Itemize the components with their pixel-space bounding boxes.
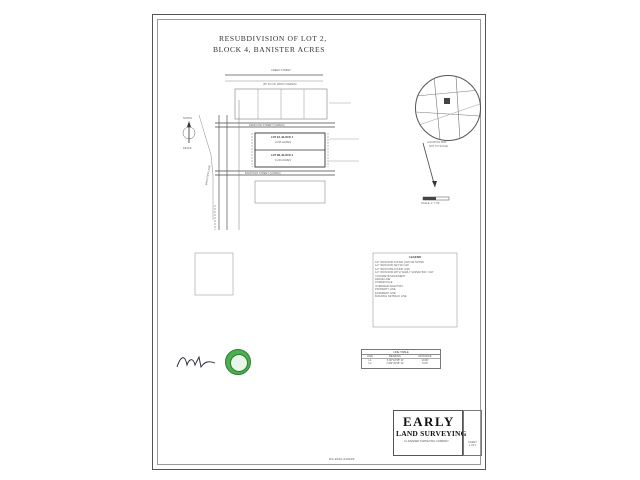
line-table: LINE TABLE LINE BEARING DISTANCE L1 S 00…	[361, 349, 441, 369]
table-cell: L1	[368, 359, 372, 362]
top-street-label: CREEK STREET	[271, 69, 291, 72]
table-cell: 5.00'	[422, 362, 428, 365]
legend-item: PROPERTY LINE	[375, 288, 396, 292]
table-cell: S 00°16'35" W	[386, 359, 404, 362]
plat-title: RESUBDIVISION OF LOT 2, BLOCK 4, BANISTE…	[213, 33, 383, 55]
line-table-header-cell: BEARING	[389, 355, 401, 358]
vicinity-label: LOCATION MAP	[427, 141, 447, 144]
title-line-1: RESUBDIVISION OF LOT 2,	[219, 34, 327, 43]
table-cell: 10.00'	[421, 359, 429, 362]
title-line-2: BLOCK 4, BANISTER ACRES	[213, 45, 326, 54]
line-table-header: LINE BEARING DISTANCE	[362, 355, 440, 359]
firm-name: EARLY	[403, 414, 455, 429]
sheet-number: 1 OF 1	[468, 444, 477, 447]
mid-street-label: DEDICATE STREET (VARIES)	[249, 124, 285, 127]
firm-tagline: A LICENSED SURVEYING COMPANY	[404, 440, 449, 443]
line-table-title: LINE TABLE	[362, 350, 440, 355]
seal-inner	[230, 354, 248, 372]
sheet-border	[157, 19, 481, 465]
firm-name-line2: LAND SURVEYING	[396, 429, 467, 438]
surveyor-seal	[225, 349, 251, 375]
legend-item: POWER POLE	[375, 281, 393, 285]
legend-item: 1/2" IRON ROD FOUND (CM) OR NOTED	[375, 261, 425, 264]
table-row: L2 N 89°43'25" W 5.00'	[362, 362, 440, 365]
bottom-street-label: BANISTER STREET (VARIES)	[245, 172, 281, 175]
vicinity-sub: NOT TO SCALE	[429, 145, 448, 148]
legend-item: 1/2" IRON ROD WITH "EARLY SURVEYING" CAP	[375, 271, 434, 275]
lot-2b-area: 0.240 ACRES	[275, 159, 292, 162]
line-table-header-cell: LINE	[367, 355, 373, 358]
table-cell: N 89°43'25" W	[386, 362, 404, 365]
firm-logo-box	[393, 410, 463, 456]
scale-label: SCALE: 1" = 50'	[421, 202, 440, 205]
detail-label: DETAIL	[183, 147, 192, 150]
north-label: NORTH	[183, 117, 193, 120]
legend-item: OVERHEAD ELECTRIC	[375, 284, 404, 288]
sheet-info-box: SHEET 1 OF 1	[463, 410, 482, 456]
legend-item: BUILDING SETBACK LINE	[375, 295, 407, 299]
legend-item: FENCE LINE	[375, 278, 391, 282]
legend-box: LEGEND 1/2" IRON ROD FOUND (CM) OR NOTED…	[375, 255, 455, 325]
top-street-sub: (50' R.O.W. WIDTH VARIES)	[263, 83, 297, 86]
sheet-label: SHEET	[468, 441, 477, 444]
plat-sheet: RESUBDIVISION OF LOT 2, BLOCK 4, BANISTE…	[152, 14, 486, 470]
table-row: L1 S 00°16'35" W 10.00'	[362, 359, 440, 362]
document-number: DS-2020-016634	[329, 457, 355, 461]
line-table-header-cell: DISTANCE	[418, 355, 432, 358]
lot-2b-label: LOT 2B, BLOCK 4	[271, 154, 294, 157]
legend-item: 1/2" IRON PIPE FOUND (CM)	[375, 267, 410, 271]
legend-list: 1/2" IRON ROD FOUND (CM) OR NOTED 1/2" I…	[375, 261, 455, 298]
lot-2a-label: LOT 2A, BLOCK 4	[271, 136, 294, 139]
legend-item: CONCRETE MONUMENT	[375, 274, 406, 278]
surveyor-signature	[176, 355, 216, 369]
vicinity-map	[415, 75, 481, 141]
lot-2a-area: 0.236 ACRES	[275, 141, 292, 144]
legend-item: EASEMENT LINE	[375, 291, 396, 295]
table-cell: L2	[368, 362, 372, 365]
legend-item: 1/2" IRON ROD SET W/ CAP	[375, 264, 409, 268]
plat-drawing	[182, 74, 458, 328]
legend-title: LEGEND	[408, 255, 422, 259]
